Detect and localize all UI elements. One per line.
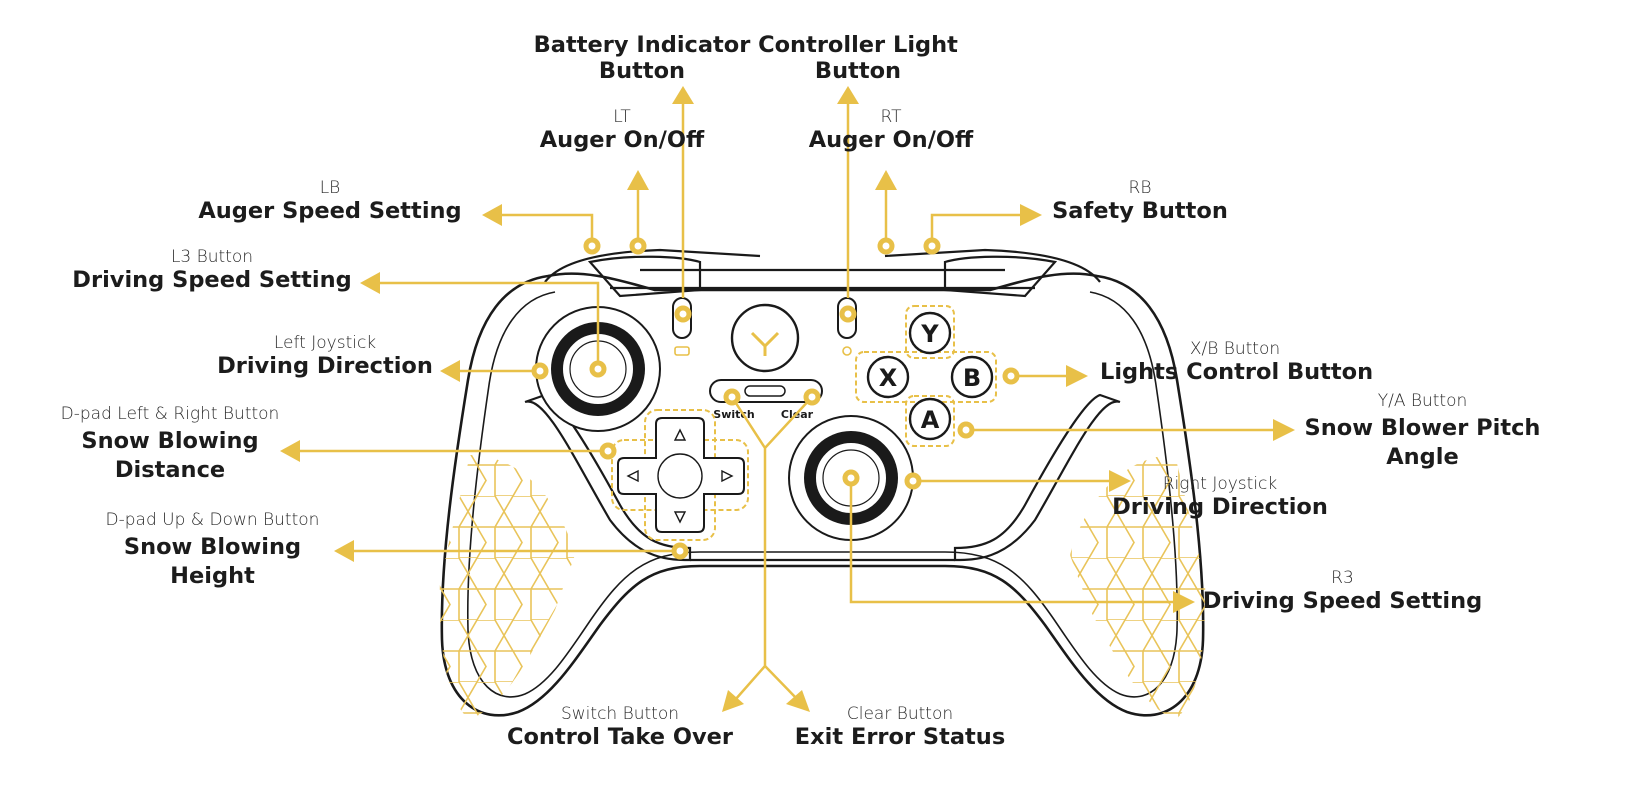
arrow-dpad-ud	[334, 540, 354, 562]
clear-button-label: Clear Button Exit Error Status	[794, 704, 1006, 750]
callout-lines	[298, 100, 1277, 701]
arrow-r3	[1173, 591, 1195, 613]
left-grip-rail	[524, 393, 692, 562]
dpad-ud-label: D-pad Up & Down Button Snow Blowing Heig…	[105, 510, 320, 590]
left-joystick-label: Left Joystick Driving Direction	[217, 333, 433, 379]
lb-line	[500, 213, 594, 246]
lb-label: LB Auger Speed Setting	[198, 178, 462, 224]
rb-line	[930, 213, 1022, 246]
ya-label: Y/A Button Snow Blower Pitch Angle	[1304, 391, 1541, 471]
shoulder-bar-left	[587, 255, 702, 298]
arrow-xb	[1066, 365, 1088, 387]
arrow-rb	[1020, 204, 1042, 226]
b-button[interactable]: B	[950, 355, 994, 399]
callout-dots	[531, 237, 1020, 560]
x-button[interactable]: X	[866, 355, 910, 399]
switch-text: Switch	[713, 408, 754, 421]
arrow-dpad-lr	[280, 440, 300, 462]
light-icon	[842, 346, 852, 356]
svg-text:A: A	[921, 406, 940, 434]
l3-line	[378, 281, 600, 369]
svg-text:X: X	[879, 364, 898, 392]
left-shoulder	[544, 248, 761, 283]
home-button[interactable]	[730, 303, 800, 373]
lt-label: LT Auger On/Off	[539, 107, 705, 153]
battery-icon	[674, 346, 690, 356]
arrow-heads	[280, 86, 1295, 712]
rb-label: RB Safety Button	[1052, 178, 1228, 224]
arrow-clear	[786, 690, 810, 712]
arrow-l3	[360, 272, 380, 294]
arrow-lt	[627, 170, 649, 190]
arrow-lb	[482, 204, 502, 226]
a-button[interactable]: A	[908, 397, 952, 441]
svg-text:Y: Y	[920, 320, 939, 348]
d-pad[interactable]	[611, 409, 749, 541]
right-joystick-label: Right Joystick Driving Direction	[1112, 474, 1328, 520]
right-grip-rail	[953, 393, 1121, 562]
battery-indicator-label: Battery Indicator Button	[533, 32, 751, 84]
arrow-left-stick	[440, 360, 460, 382]
controller-light-label: Controller Light Button	[758, 32, 958, 84]
right-shoulder	[884, 248, 1101, 283]
switch-clear-line	[730, 396, 813, 701]
arrow-rt	[875, 170, 897, 190]
arrow-ya	[1273, 419, 1295, 441]
rt-label: RT Auger On/Off	[808, 107, 974, 153]
dpad-lr-label: D-pad Left & Right Button Snow Blowing D…	[60, 404, 280, 484]
xb-label: X/B Button Lights Control Button	[1100, 339, 1374, 385]
arrow-light	[837, 86, 859, 104]
shoulder-bar-right	[943, 255, 1058, 298]
arrow-battery	[672, 86, 694, 104]
svg-text:B: B	[963, 364, 981, 392]
top-bar	[610, 268, 1035, 290]
switch-button-label: Switch Button Control Take Over	[506, 704, 734, 750]
l3-label: L3 Button Driving Speed Setting	[72, 247, 352, 293]
y-button[interactable]: Y	[908, 311, 952, 355]
r3-line	[849, 478, 1177, 604]
arrow-right-stick	[1109, 470, 1131, 492]
left-grip-honeycomb	[439, 455, 575, 720]
r3-label: R3 Driving Speed Setting	[1202, 568, 1483, 614]
arrow-switch	[722, 690, 744, 712]
